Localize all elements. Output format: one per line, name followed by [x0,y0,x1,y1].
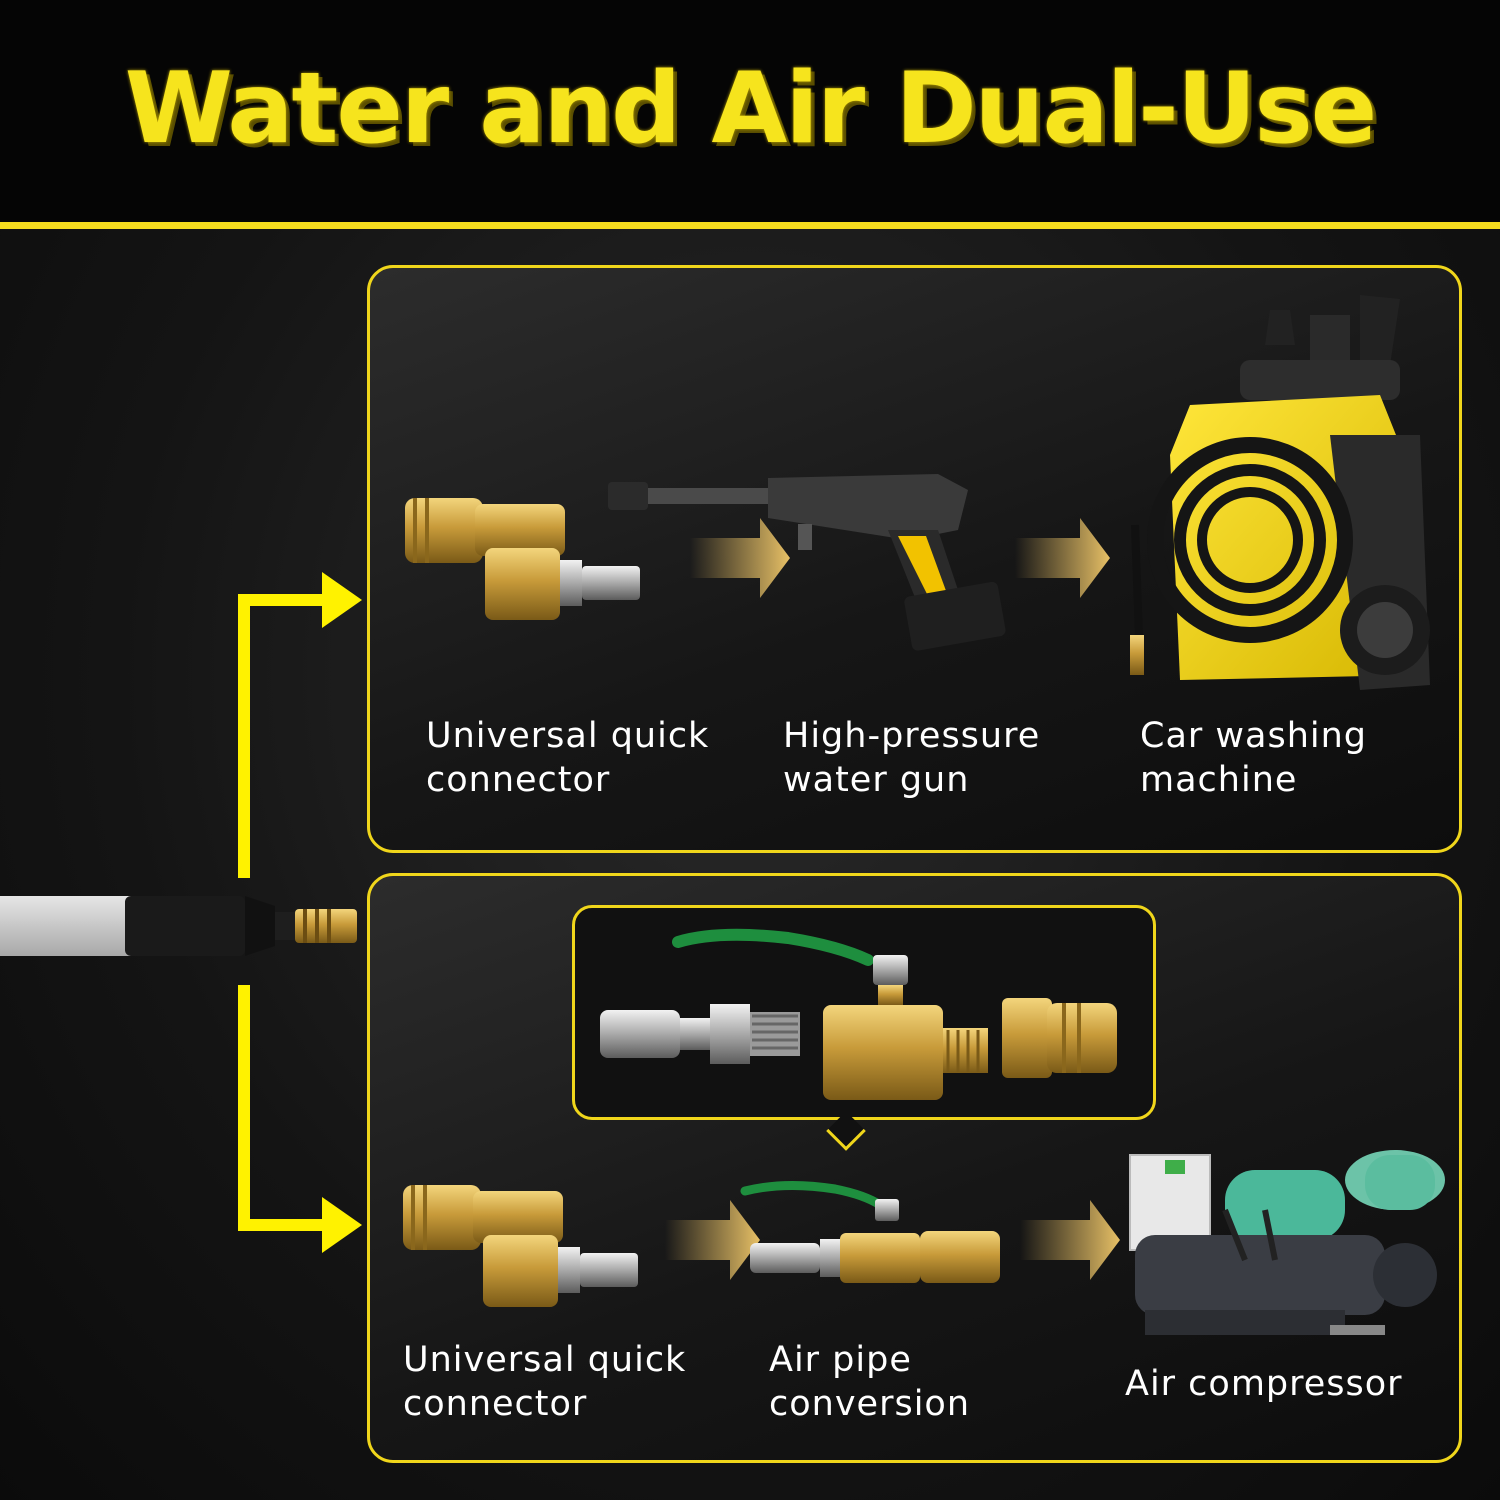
water-label-gun: High-pressure water gun [783,714,1040,802]
arrow-head-water-icon [322,572,362,628]
flow-arrow-icon [690,518,790,598]
label-line: Car washing [1140,716,1368,756]
ball-valve-adapter-icon [740,1180,1000,1283]
label-line: conversion [769,1384,971,1424]
label-line: Air pipe [769,1340,912,1380]
brass-swivel-connector-icon [403,1185,638,1307]
brass-coupler-icon [1002,998,1117,1078]
water-label-machine: Car washing machine [1140,714,1367,802]
label-line: Universal quick [426,716,710,756]
label-line: connector [426,760,611,800]
header-bar: Water and Air Dual-Use [0,0,1500,229]
brass-swivel-connector-icon [405,498,640,620]
label-line: water gun [783,760,970,800]
label-line: machine [1140,760,1298,800]
label-line: connector [403,1384,588,1424]
air-compressor-icon [1129,1150,1445,1335]
air-label-connector: Universal quick connector [403,1338,686,1426]
ball-valve-icon [672,928,988,1100]
label-line: High-pressure [783,716,1041,756]
water-label-connector: Universal quick connector [426,714,709,802]
branch-arrows [238,594,330,1231]
arrow-head-air-icon [322,1197,362,1253]
pressure-washer-machine-icon [1130,295,1430,690]
flow-arrow-icon [1015,518,1110,598]
air-label-compressor: Air compressor [1125,1362,1403,1406]
flow-arrow-icon [1020,1200,1120,1280]
label-line: Air compressor [1125,1364,1403,1404]
label-line: Universal quick [403,1340,687,1380]
flow-arrow-icon [665,1200,760,1280]
water-gun-icon [608,474,1006,651]
page-title: Water and Air Dual-Use [124,52,1377,166]
air-label-conversion: Air pipe conversion [769,1338,970,1426]
air-plug-icon [600,1004,800,1064]
wand-hose-icon [0,896,357,956]
